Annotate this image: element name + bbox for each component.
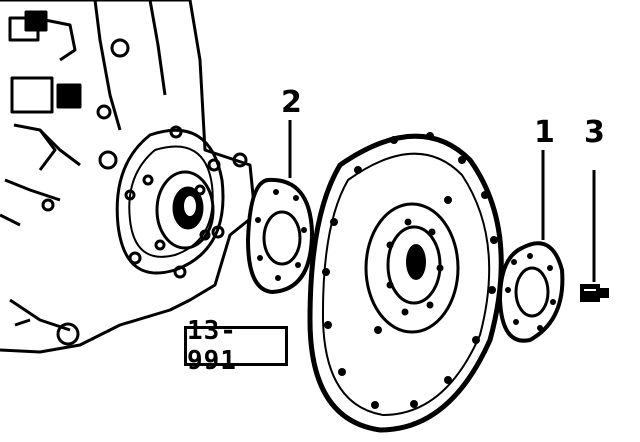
callout-label-1: 1 (534, 115, 555, 150)
flywheel (307, 132, 504, 433)
backing-plate-1 (497, 150, 565, 343)
callout-label-2: 2 (281, 85, 302, 120)
callout-label-3: 3 (584, 115, 605, 150)
seal-housing (115, 125, 225, 279)
engine-block (0, 0, 257, 354)
reference-code-text: 13-991 (187, 316, 237, 376)
bolt-3 (580, 170, 609, 302)
reference-code-box: 13-991 (184, 316, 288, 376)
spacer-plate-2 (245, 120, 315, 295)
